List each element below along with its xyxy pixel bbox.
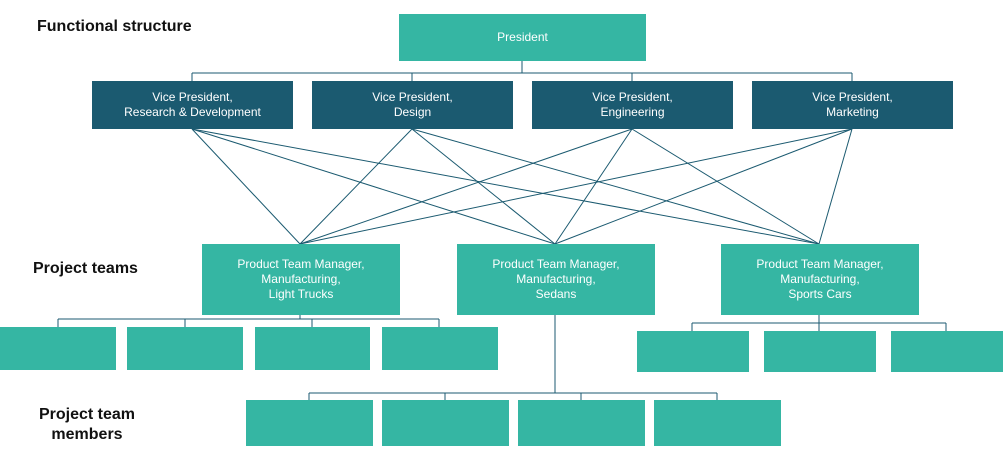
sports-cars-member-box	[764, 331, 876, 372]
light-trucks-member-box	[382, 327, 498, 370]
manager-sedans-label: Product Team Manager, Manufacturing, Sed…	[492, 257, 620, 301]
vp-research-development-box: Vice President, Research & Development	[92, 81, 293, 129]
vp-marketing-box: Vice President, Marketing	[752, 81, 953, 129]
manager-light-trucks-label: Product Team Manager, Manufacturing, Lig…	[237, 257, 365, 301]
project-team-members-label: Project team members	[38, 406, 136, 443]
vp-research-development-label: Vice President, Research & Development	[124, 90, 261, 119]
vp-engineering-box: Vice President, Engineering	[532, 81, 733, 129]
light-trucks-member-box	[255, 327, 370, 370]
president-label: President	[497, 30, 548, 44]
light-trucks-member-box	[0, 327, 116, 370]
sports-cars-member-box	[891, 331, 1003, 372]
manager-sedans-box: Product Team Manager, Manufacturing, Sed…	[457, 244, 655, 315]
vp-marketing-label: Vice President, Marketing	[812, 90, 893, 119]
functional-structure-label: Functional structure	[37, 18, 192, 35]
light-trucks-member-box	[127, 327, 243, 370]
sedans-member-box	[382, 400, 509, 446]
sedans-member-box	[246, 400, 373, 446]
vp-design-box: Vice President, Design	[312, 81, 513, 129]
manager-sports-cars-box: Product Team Manager, Manufacturing, Spo…	[721, 244, 919, 315]
sedans-member-box	[654, 400, 781, 446]
sports-cars-member-box	[637, 331, 749, 372]
president-box: President	[399, 14, 646, 61]
project-teams-label: Project teams	[33, 260, 138, 277]
vp-engineering-label: Vice President, Engineering	[592, 90, 673, 119]
sedans-member-box	[518, 400, 645, 446]
manager-sports-cars-label: Product Team Manager, Manufacturing, Spo…	[756, 257, 884, 301]
manager-light-trucks-box: Product Team Manager, Manufacturing, Lig…	[202, 244, 400, 315]
vp-design-label: Vice President, Design	[372, 90, 453, 119]
